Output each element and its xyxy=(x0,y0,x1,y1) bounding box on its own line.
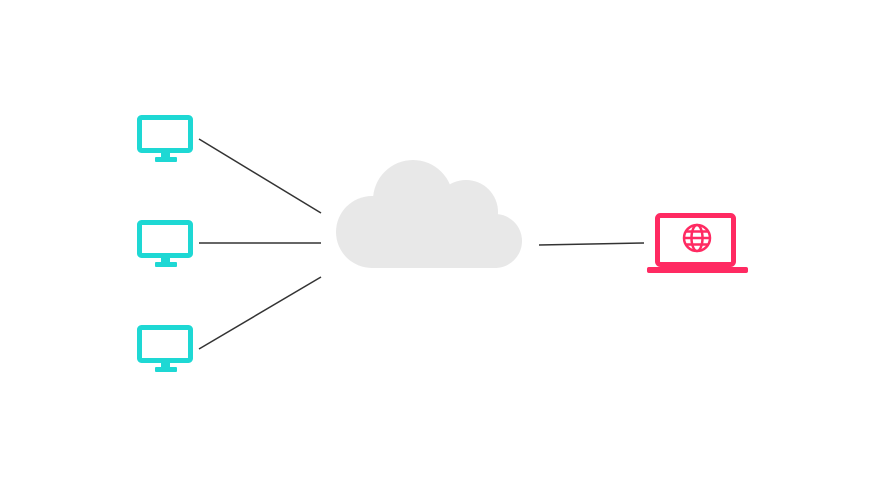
computer-2-desktop-monitor-icon xyxy=(140,223,191,268)
globe-icon xyxy=(682,223,712,253)
computer-3-desktop-monitor-icon xyxy=(140,328,191,373)
edge-cloud-laptop xyxy=(538,242,645,246)
edge-computer-1-cloud xyxy=(198,138,322,214)
cloud-icon xyxy=(336,160,522,268)
edge-computer-3-cloud xyxy=(198,276,322,350)
laptop-globe-icon xyxy=(647,213,748,273)
computer-1-desktop-monitor-icon xyxy=(140,118,191,163)
